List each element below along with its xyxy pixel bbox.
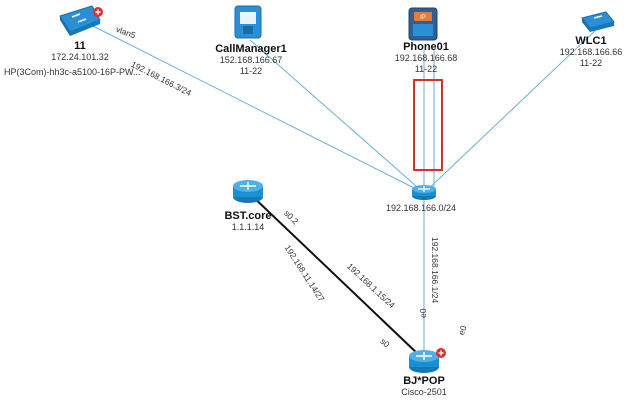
bjpop-router-icon[interactable] [409, 348, 446, 373]
hub-label: 192.168.166.0/24 [386, 203, 457, 213]
callmanager-label: CallManager1 152.168.166.67 11-22 [206, 44, 296, 77]
switch11-desc: HP(3Com)-hh3c-a5100-16P-PW... [4, 67, 141, 77]
phone-label: Phone01 192.168.166.68 11-22 [381, 42, 471, 75]
bjpop-name: BJ*POP [403, 375, 445, 387]
bjpop-label: BJ*POP Cisco-2501 [394, 376, 454, 398]
wlc-label: WLC1 192.168.166.66 11-22 [546, 36, 635, 69]
switch11-label: 11 172.24.101.32 [30, 41, 130, 63]
phone-ip: 192.168.166.68 [394, 53, 458, 63]
bstcore-ip: 1.1.1.14 [231, 222, 265, 232]
wlc-icon[interactable] [581, 11, 615, 32]
svg-text:IP: IP [420, 15, 426, 21]
switch11-ip: 172.24.101.32 [51, 52, 109, 62]
bstcore-label: BST.core 1.1.1.14 [208, 211, 288, 233]
phone-extra: 11-22 [414, 64, 438, 74]
switch-icon[interactable] [59, 5, 103, 36]
ip-phone-icon[interactable]: IP [408, 7, 438, 41]
bst-router-icon[interactable] [233, 180, 263, 203]
link-label-hub-bjpop: 192.168.166.1/24 [430, 237, 440, 304]
wlc-name: WLC1 [575, 35, 607, 47]
phone-name: Phone01 [403, 41, 449, 53]
link-callmanager-hub[interactable] [249, 39, 425, 194]
callmanager-ip: 152.168.166.67 [219, 55, 283, 65]
selection-highlight [413, 79, 443, 171]
callmanager-extra: 11-22 [239, 66, 263, 76]
callmanager-icon[interactable] [234, 5, 262, 39]
bjpop-model: Cisco-2501 [401, 387, 447, 397]
link-bst-bjpop[interactable] [247, 191, 421, 357]
link-switch-hub[interactable] [84, 21, 425, 194]
bstcore-name: BST.core [224, 210, 272, 222]
hub-router-icon[interactable] [412, 185, 436, 200]
wlc-extra: 11-22 [579, 58, 603, 68]
wlc-ip: 192.168.166.66 [559, 47, 623, 57]
link-label-bj-e0: e0 [418, 308, 428, 318]
link-wlc-hub[interactable] [423, 27, 599, 194]
callmanager-name: CallManager1 [215, 43, 287, 55]
switch11-name: 11 [74, 40, 86, 52]
